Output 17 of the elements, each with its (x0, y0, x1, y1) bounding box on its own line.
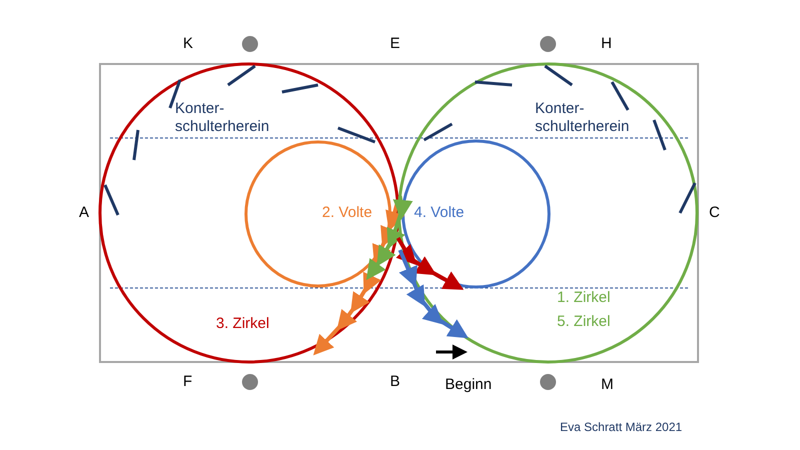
start-label: Beginn (445, 376, 492, 394)
figure-label: 2. Volte (322, 204, 372, 222)
exercise-label: Konter- schulterherein (535, 100, 630, 136)
arena-letter: K (183, 35, 194, 53)
figure-label: 5. Zirkel (557, 313, 610, 331)
arena-letter: C (709, 204, 720, 222)
figure-label: 3. Zirkel (216, 315, 270, 333)
arena-letter: F (183, 373, 192, 391)
arena-letter: B (390, 373, 400, 391)
figure-label: 1. Zirkel (557, 289, 610, 307)
figure-label: 4. Volte (414, 204, 464, 222)
credit-note: Eva Schratt März 2021 (560, 420, 682, 434)
arena-letter: M (601, 376, 614, 394)
arena-letter: H (601, 35, 612, 53)
arena-letter: A (79, 204, 90, 222)
exercise-label: Konter- schulterherein (175, 100, 270, 136)
arena-letter: E (390, 35, 400, 53)
